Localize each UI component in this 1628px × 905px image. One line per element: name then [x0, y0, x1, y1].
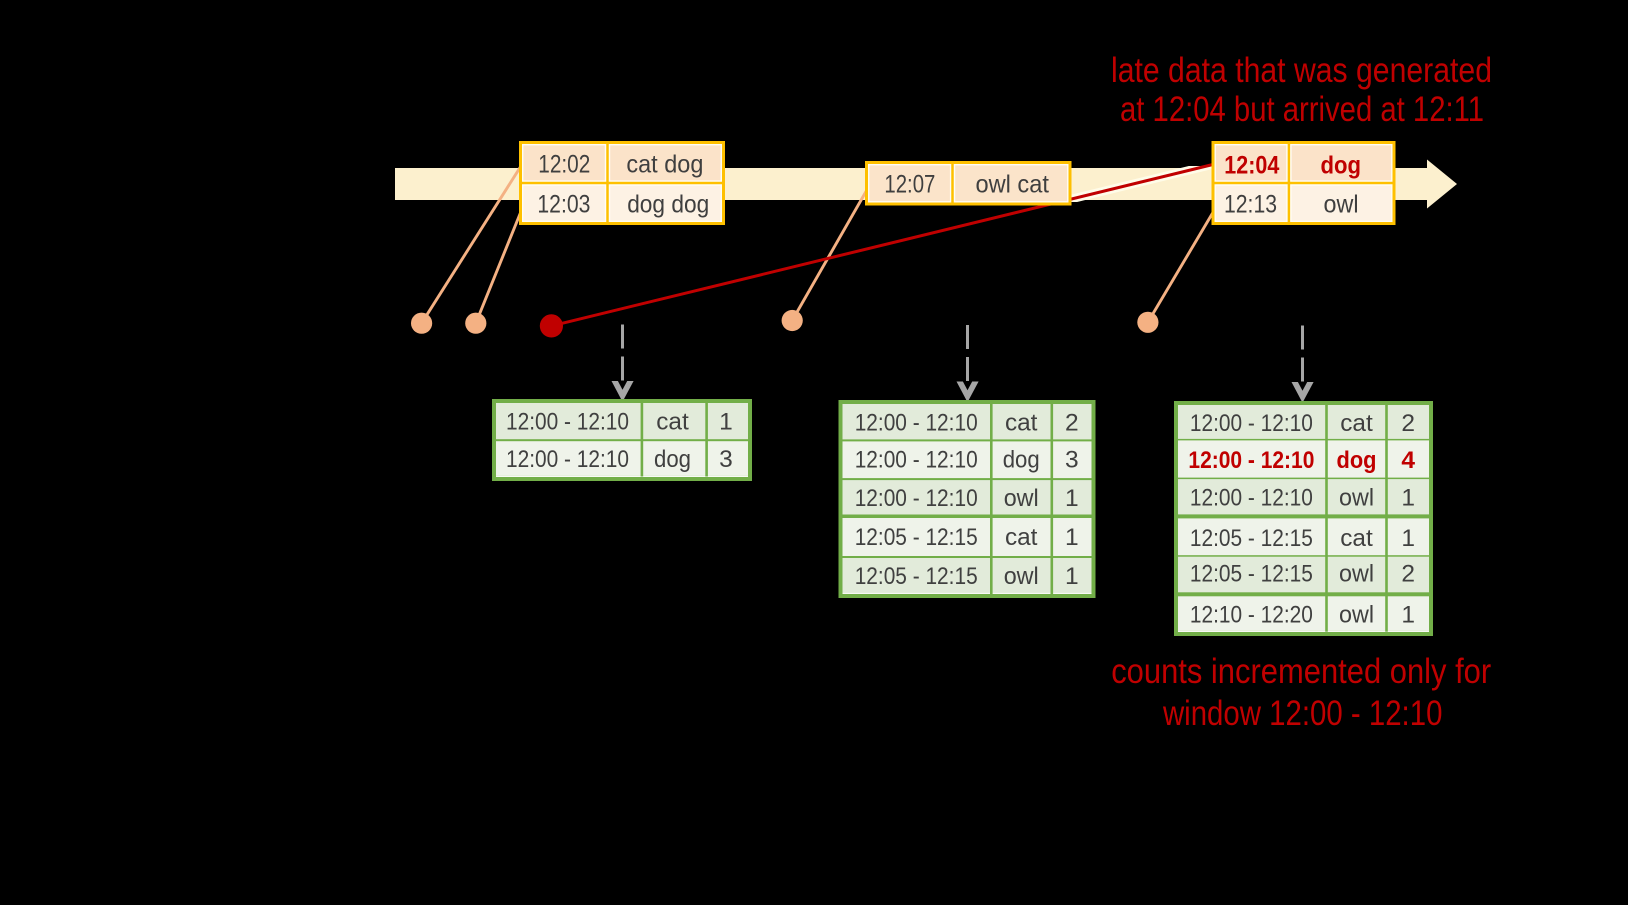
svg-text:counts incremented only for: counts incremented only for [1111, 652, 1491, 691]
svg-text:12:05 - 12:15: 12:05 - 12:15 [855, 563, 978, 590]
svg-text:12:04: 12:04 [1224, 153, 1279, 180]
svg-text:12:07: 12:07 [884, 171, 935, 198]
svg-text:cat: cat [1005, 410, 1038, 437]
svg-text:owl: owl [1324, 192, 1359, 219]
svg-text:12:05 - 12:15: 12:05 - 12:15 [1190, 561, 1313, 588]
svg-text:12:02: 12:02 [538, 152, 590, 179]
svg-text:owl: owl [1339, 485, 1374, 512]
svg-text:dog: dog [1337, 447, 1377, 474]
svg-text:cat: cat [1005, 524, 1038, 551]
svg-text:12:00 - 12:10: 12:00 - 12:10 [1190, 485, 1313, 512]
svg-text:12:10 - 12:20: 12:10 - 12:20 [1190, 601, 1313, 628]
svg-text:4: 4 [1401, 447, 1415, 474]
svg-text:12:00 - 12:10: 12:00 - 12:10 [506, 446, 629, 473]
svg-text:12:00 - 12:10: 12:00 - 12:10 [855, 447, 978, 474]
svg-text:at 12:04 but arrived at 12:11: at 12:04 but arrived at 12:11 [1120, 90, 1484, 129]
svg-text:dog dog: dog dog [627, 192, 709, 219]
svg-text:2: 2 [1065, 410, 1079, 437]
svg-text:1: 1 [1401, 525, 1415, 552]
svg-text:12:00 - 12:10: 12:00 - 12:10 [855, 410, 978, 437]
svg-text:12:05 - 12:15: 12:05 - 12:15 [855, 524, 978, 551]
svg-text:12:00 - 12:10: 12:00 - 12:10 [855, 485, 978, 512]
svg-text:cat: cat [656, 409, 689, 436]
svg-text:owl: owl [1339, 601, 1374, 628]
svg-text:12:03: 12:03 [537, 192, 590, 219]
svg-text:dog: dog [1003, 447, 1040, 474]
svg-text:2: 2 [1401, 410, 1415, 437]
svg-text:owl: owl [1004, 485, 1039, 512]
svg-text:12:00 - 12:10: 12:00 - 12:10 [1190, 410, 1313, 437]
svg-text:1: 1 [1065, 485, 1079, 512]
svg-text:dog: dog [654, 446, 691, 473]
svg-text:owl: owl [1339, 561, 1374, 588]
svg-text:1: 1 [719, 409, 733, 436]
svg-text:12:00 - 12:10: 12:00 - 12:10 [506, 409, 629, 436]
svg-text:cat: cat [1340, 525, 1373, 552]
svg-text:3: 3 [1065, 447, 1079, 474]
svg-text:owl cat: owl cat [975, 171, 1049, 198]
svg-text:12:13: 12:13 [1224, 192, 1277, 219]
svg-text:1: 1 [1065, 563, 1079, 590]
svg-text:1: 1 [1401, 485, 1415, 512]
svg-text:12:00 - 12:10: 12:00 - 12:10 [1188, 447, 1314, 474]
svg-text:1: 1 [1065, 524, 1079, 551]
svg-text:window 12:00 - 12:10: window 12:00 - 12:10 [1162, 694, 1442, 733]
svg-text:cat: cat [1340, 410, 1373, 437]
svg-text:owl: owl [1004, 563, 1039, 590]
svg-text:dog: dog [1321, 153, 1362, 180]
svg-text:cat dog: cat dog [626, 152, 703, 179]
svg-text:2: 2 [1401, 561, 1415, 588]
svg-text:12:05 - 12:15: 12:05 - 12:15 [1190, 525, 1313, 552]
svg-text:3: 3 [719, 446, 733, 473]
svg-text:late data that was generated: late data that was generated [1111, 51, 1492, 90]
svg-text:1: 1 [1401, 601, 1415, 628]
